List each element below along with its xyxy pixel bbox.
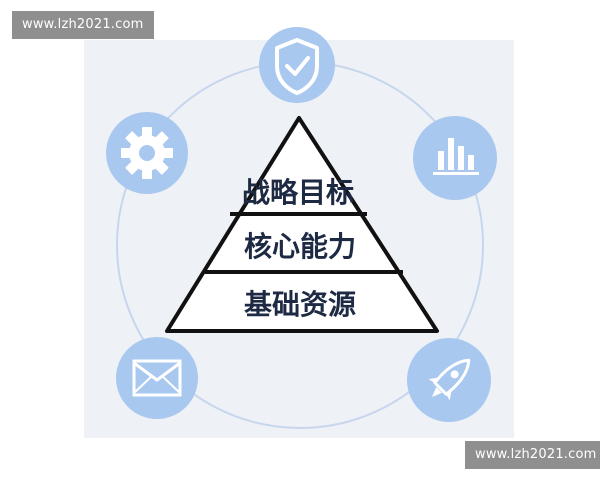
pyramid-tier-bottom-label: 基础资源 (244, 288, 356, 321)
shield-check-icon (259, 27, 335, 103)
watermark-top: www.lzh2021.com (12, 11, 154, 39)
rocket-icon (407, 338, 491, 422)
watermark-bottom: www.lzh2021.com (465, 441, 600, 469)
pyramid-tier-top-label: 战略目标 (242, 176, 354, 209)
pyramid: 战略目标 核心能力 基础资源 (165, 116, 439, 333)
pyramid-outline (165, 116, 439, 333)
bar-chart-icon (413, 116, 497, 200)
envelope-icon (116, 337, 198, 419)
gear-icon (106, 112, 188, 194)
pyramid-tier-middle-label: 核心能力 (244, 230, 356, 263)
